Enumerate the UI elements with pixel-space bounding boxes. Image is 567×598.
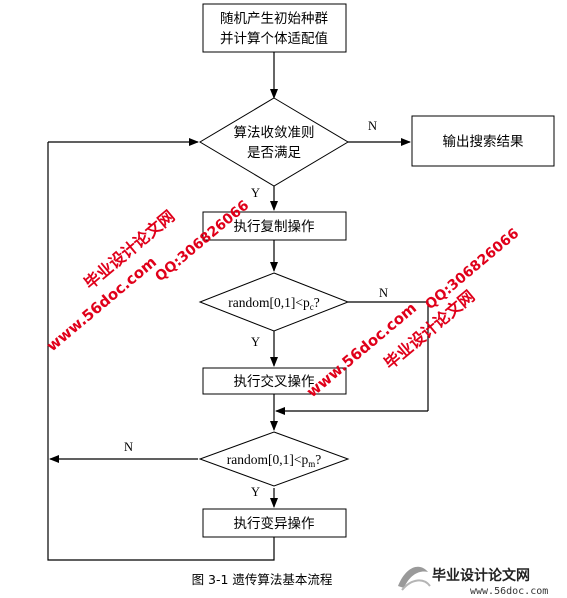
connectors: [47, 52, 429, 561]
mutate-box: [202, 508, 347, 538]
copy-box: [202, 211, 347, 241]
label-y-converge: Y: [251, 186, 260, 200]
line-loop-back: [47, 142, 275, 561]
output-label: 输出搜索结果: [443, 134, 524, 150]
mut-cond-diamond: [198, 431, 350, 487]
logo-swoosh-line-icon: [401, 579, 431, 591]
output-box: [411, 115, 555, 167]
mutate-label: 执行变异操作: [234, 516, 315, 532]
label-y-mut: Y: [251, 485, 260, 499]
footer-brand: 毕业设计论文网: [432, 567, 530, 584]
cross-cond-diamond: [198, 272, 350, 332]
label-n-cross: N: [379, 286, 388, 300]
start-line2: 并计算个体适配值: [220, 31, 328, 47]
line-crosscond-no: [348, 301, 429, 411]
logo-swoosh-icon: [398, 566, 428, 588]
figure-caption: 图 3-1 遗传算法基本流程: [192, 572, 333, 587]
converge-diamond: [199, 97, 349, 187]
label-n-mut: N: [124, 440, 133, 454]
cross-label: 执行交叉操作: [234, 373, 315, 390]
cross-cond-label: random[0,1]<pc?: [228, 295, 319, 312]
start-line1: 随机产生初始种群: [220, 10, 328, 27]
watermark-right: 毕业设计论文网 www.56doc.com QQ:306826066: [303, 226, 522, 402]
label-n-converge: N: [368, 119, 377, 133]
converge-line1: 算法收敛准则: [234, 125, 315, 141]
mut-cond-label: random[0,1]<pm?: [227, 452, 321, 469]
copy-label: 执行复制操作: [234, 218, 315, 235]
footer-logo: 毕业设计论文网 www.56doc.com: [398, 566, 548, 597]
label-y-cross: Y: [251, 335, 260, 349]
start-box: [202, 3, 347, 53]
cross-box: [202, 367, 347, 395]
watermark-left: 毕业设计论文网 www.56doc.com QQ:306826066: [43, 198, 252, 356]
converge-line2: 是否满足: [247, 145, 301, 161]
footer-site: www.56doc.com: [470, 586, 548, 597]
